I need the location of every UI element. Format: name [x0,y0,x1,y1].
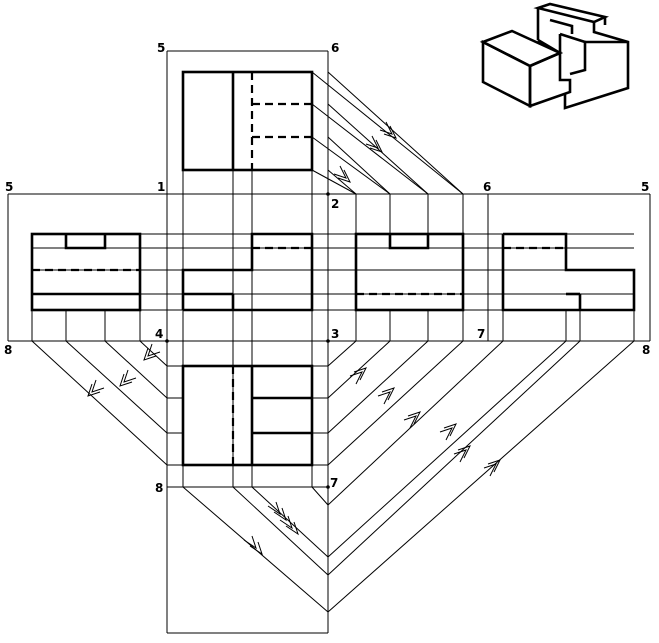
front-view [181,232,314,312]
lower-right-diagonal-projection-lines [312,340,635,613]
left-view [30,232,142,312]
vertical-projection-lines [31,170,635,487]
label-low-7: 7 [330,476,338,490]
arrow-left-fan-1 [87,379,105,397]
arrow-bottom-fan-3 [279,515,299,536]
arrow-bottom-fan-2 [267,501,287,522]
arrow-right-fan-6 [483,459,501,477]
arrow-right-fan-1 [349,367,367,385]
arrow-bottom-fan-1 [243,535,263,556]
label-mid-6: 6 [483,180,491,194]
arrow-right-fan-3 [403,411,421,429]
arrow-right-fan-2 [377,387,395,405]
arrow-right-fan-5 [453,445,471,463]
arrow-top-fan-1 [379,121,397,139]
isometric-sketch [479,2,630,110]
direction-arrows [87,121,501,556]
arrow-right-fan-4 [439,423,457,441]
top-view [181,70,314,172]
label-low-8: 8 [155,481,163,495]
label-left-8: 8 [4,343,12,357]
bottom-view [181,364,314,467]
label-right-5: 5 [641,180,649,194]
arrow-top-fan-3 [333,165,351,183]
arrow-top-fan-2 [365,135,383,153]
label-left-5: 5 [5,180,13,194]
label-mid-4: 4 [155,327,163,341]
rear-view [501,232,636,312]
label-top-6: 6 [331,41,339,55]
lower-left-diagonal-projection-lines [31,340,183,466]
right-view [354,232,465,312]
point-markers [165,192,330,489]
label-right-8: 8 [642,343,650,357]
arrow-left-fan-3 [143,343,161,361]
label-mid-7: 7 [477,327,485,341]
label-mid-3: 3 [331,327,339,341]
arrow-left-fan-2 [119,369,137,387]
horizontal-projection-lines [32,233,634,311]
label-mid-2: 2 [331,197,339,211]
upper-diagonal-projection-lines [311,71,464,195]
point-labels: 5 6 5 1 2 6 5 8 4 3 7 8 8 7 [4,41,650,495]
label-top-5: 5 [157,41,165,55]
label-mid-1: 1 [157,180,165,194]
